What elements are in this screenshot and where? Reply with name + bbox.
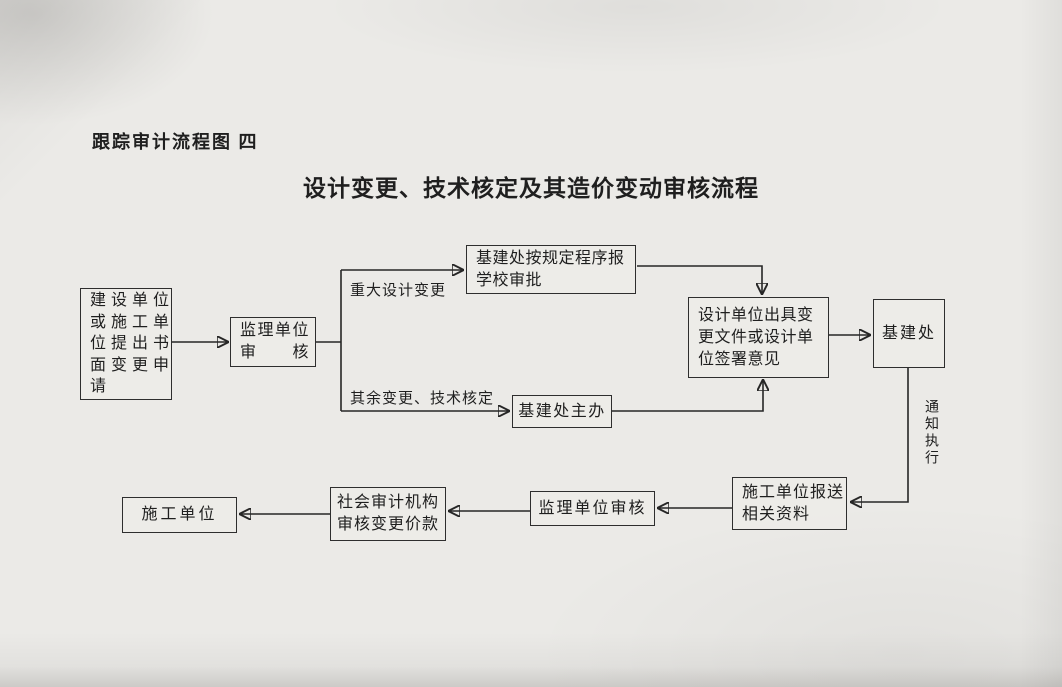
edge-label-major-change: 重大设计变更 [350, 283, 447, 299]
node-audit-agency: 社会审计机构 审核变更价款 [330, 487, 446, 541]
node-infra-office: 基建处 [873, 299, 945, 368]
node-text: 基建处按规定程序报 [476, 249, 625, 267]
node-text: 施工单位报送 [742, 483, 845, 501]
node-text: 施工单位 [141, 506, 218, 523]
arrow-school-approval-to-design-unit [637, 265, 762, 293]
node-infra-office-host: 基建处主办 [512, 395, 612, 428]
node-text: 请 [90, 378, 112, 396]
node-text: 设计单位出具变 [698, 306, 814, 324]
node-text: 位提出书 [90, 335, 175, 353]
node-text: 社会审计机构 [336, 494, 439, 511]
node-text: 学校审批 [476, 271, 543, 289]
figure-label: 跟踪审计流程图 四 [92, 132, 259, 152]
page-title: 设计变更、技术核定及其造价变动审核流程 [303, 176, 759, 201]
node-text: 监理单位 [240, 322, 311, 339]
node-text: 建设单位 [90, 292, 175, 310]
node-text: 位签署意见 [698, 350, 781, 368]
node-text: 面变更申 [90, 356, 175, 374]
node-text: 监理单位审核 [538, 499, 647, 517]
node-text: 基建处主办 [518, 402, 606, 420]
arrow-infra-office-to-contractor-submit [852, 368, 909, 502]
node-contractor: 施工单位 [122, 497, 237, 533]
node-text: 更文件或设计单 [698, 328, 814, 346]
node-design-unit: 设计单位出具变 更文件或设计单 位签署意见 [688, 297, 829, 378]
node-supervisor-review-2: 监理单位审核 [530, 491, 655, 526]
node-text: 或施工单 [90, 313, 175, 331]
node-text: 相关资料 [742, 505, 811, 523]
node-supervisor-review: 监理单位 审 核 [230, 317, 316, 367]
node-text: 审 核 [240, 344, 311, 361]
edge-label-other-change: 其余变更、技术核定 [350, 391, 495, 407]
node-school-approval: 基建处按规定程序报 学校审批 [466, 245, 636, 294]
node-contractor-submit: 施工单位报送 相关资料 [732, 477, 847, 530]
node-applicant: 建设单位 或施工单 位提出书 面变更申 请 [80, 288, 172, 400]
node-text: 基建处 [881, 324, 936, 342]
node-text: 审核变更价款 [336, 516, 439, 533]
arrow-infra-host-to-design-unit [612, 381, 763, 412]
edge-label-notify-execute: 通知执行 [923, 399, 938, 467]
